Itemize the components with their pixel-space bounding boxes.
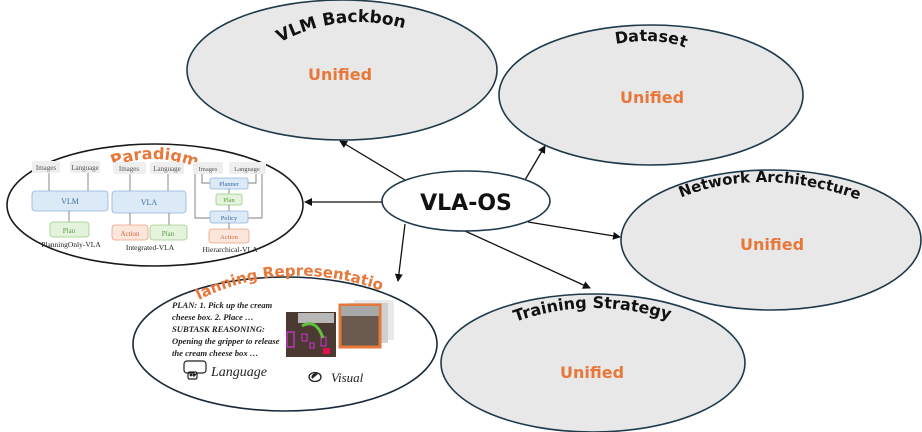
planner-box: Planner <box>219 181 240 188</box>
robot-chat-icon <box>183 360 207 380</box>
visual-frame-stack <box>338 300 394 349</box>
arrow-to-network-architecture <box>527 221 621 240</box>
node-status: Unified <box>560 363 624 382</box>
arrow-to-dataset <box>524 145 546 181</box>
output-plan: Plan <box>162 230 175 238</box>
input-images: Images <box>199 166 218 173</box>
paradigm-label: Integrated-VLA <box>126 243 175 252</box>
node-dataset[interactable]: Dataset Unified <box>498 24 804 166</box>
plan-line: cheese box. 2. Place … <box>172 312 254 322</box>
policy-box: Policy <box>221 215 238 222</box>
paradigm-planningonly: Images Language VLM Plan PlanningOnly-VL… <box>31 161 109 249</box>
paradigm-integrated: Images Language VLA Action Plan Integrat… <box>111 162 188 252</box>
input-language: Language <box>234 166 260 173</box>
model-box: VLM <box>61 197 79 206</box>
visual-plan-image <box>286 312 336 357</box>
eye-icon <box>308 371 322 383</box>
output-plan: Plan <box>63 227 76 235</box>
visual-label: Visual <box>331 370 364 385</box>
node-network-architecture[interactable]: Network Architecture Unified <box>620 168 922 311</box>
plan-line: Opening the gripper to release <box>172 336 280 346</box>
node-status: Unified <box>740 235 804 254</box>
plan-line: the cream cheese box … <box>172 348 258 358</box>
language-label: Language <box>210 365 267 380</box>
center-label: VLA-OS <box>420 191 512 216</box>
node-vla-os[interactable]: VLA-OS <box>381 170 551 232</box>
node-paradigm[interactable]: Paradigm Images Language VLM Plan Planni… <box>6 143 304 267</box>
input-language: Language <box>153 165 181 173</box>
plan-line: PLAN: 1. Pick up the cream <box>172 300 273 310</box>
paradigm-label: PlanningOnly-VLA <box>41 240 101 249</box>
connectors <box>304 140 621 289</box>
arrow-to-vlm-backbone <box>339 140 406 181</box>
action-box: Action <box>220 234 238 241</box>
paradigm-hierarchical: Images Language Planner Plan Policy Acti… <box>193 162 266 254</box>
node-vlm-backbone[interactable]: VLM Backbone Unified <box>0 0 498 141</box>
plan-box: Plan <box>223 197 235 204</box>
node-training-strategy[interactable]: Training Strategy Unified <box>440 293 746 432</box>
paradigm-label: Hierarchical-VLA <box>203 245 259 254</box>
arrow-to-training-strategy <box>464 230 591 289</box>
plan-text: PLAN: 1. Pick up the cream cheese box. 2… <box>172 300 280 358</box>
input-images: Images <box>119 165 139 173</box>
arrow-to-planning-representation <box>394 223 406 282</box>
input-language: Language <box>71 164 99 172</box>
output-action: Action <box>120 230 140 238</box>
node-status: Unified <box>620 88 684 107</box>
model-box: VLA <box>141 198 158 207</box>
plan-line: SUBTASK REASONING: <box>172 324 265 334</box>
input-images: Images <box>36 164 56 172</box>
node-status: Unified <box>308 65 372 84</box>
